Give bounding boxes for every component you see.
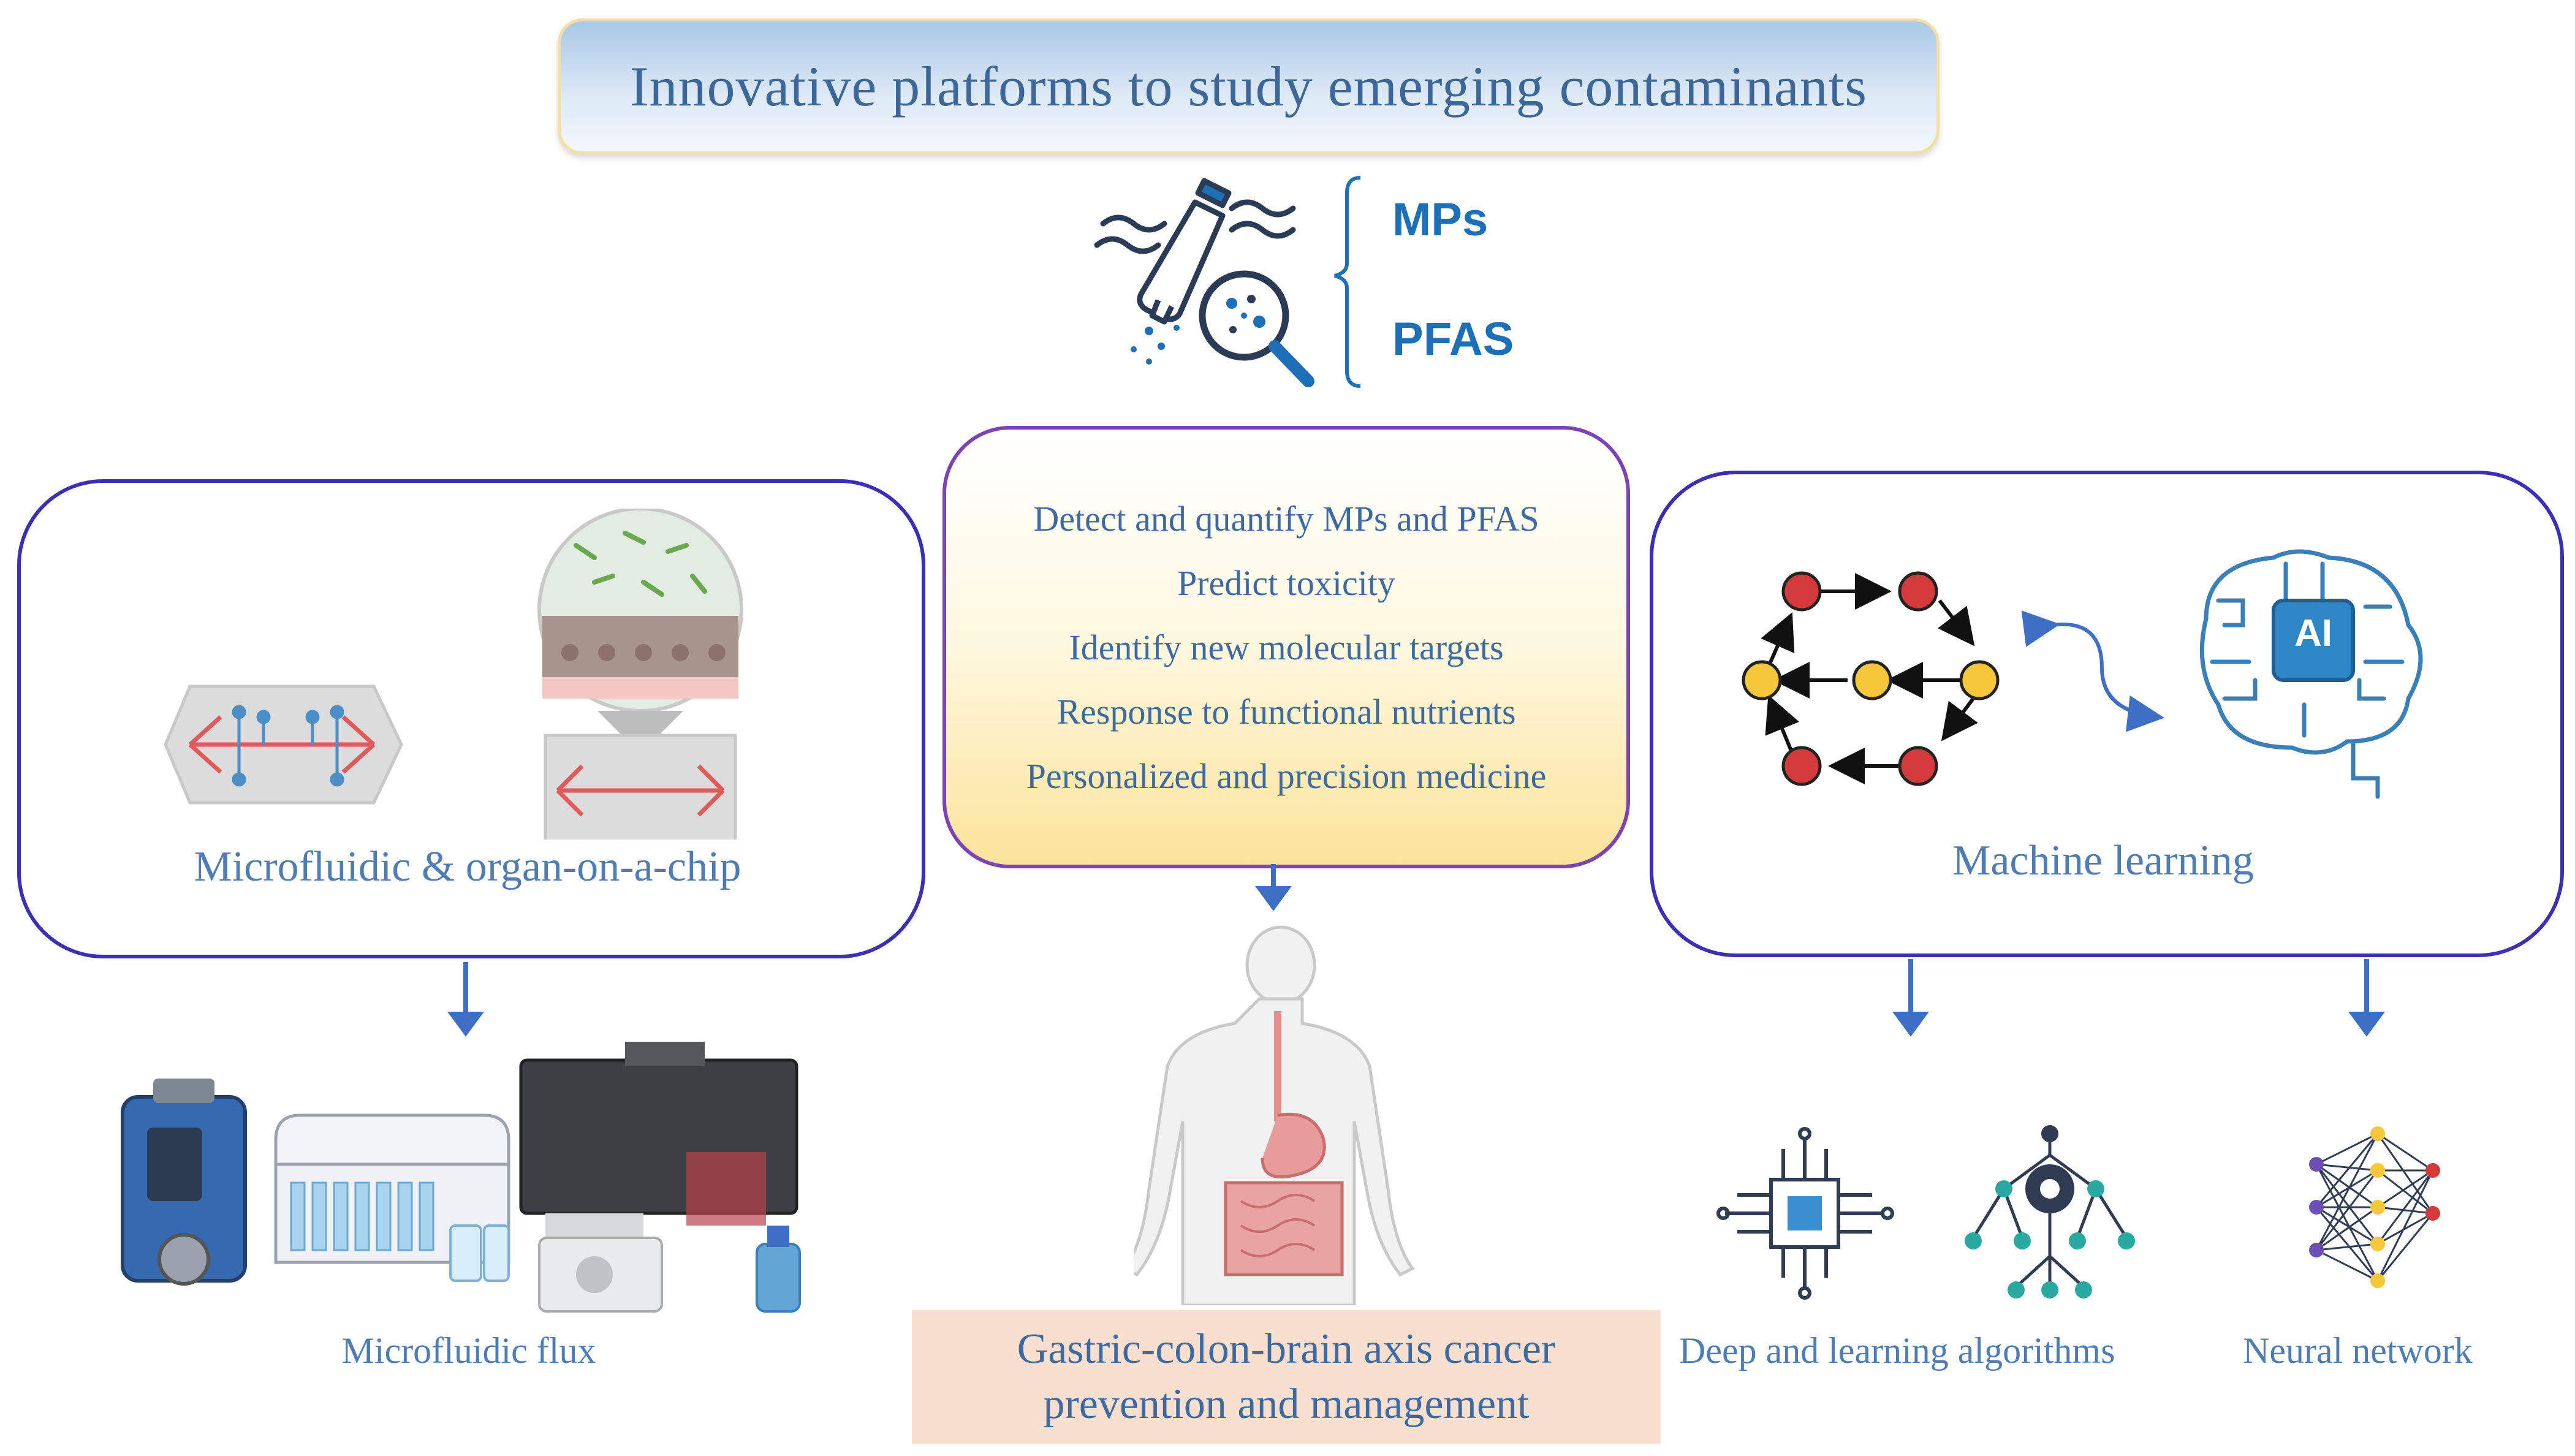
ai-chip-icon xyxy=(2272,599,2355,682)
microfluidic-label: Microfluidic & organ-on-a-chip xyxy=(194,843,741,890)
chip-circuit-icon xyxy=(1716,1127,1894,1300)
ml-graph-illustration xyxy=(1742,549,2423,799)
objective-item: Personalized and precision medicine xyxy=(1026,756,1547,796)
particles-icon xyxy=(1131,325,1180,365)
human-body-illustration xyxy=(1134,925,1415,1305)
syringe-pump-icon xyxy=(274,1113,510,1282)
page-title: Innovative platforms to study emerging c… xyxy=(629,55,1868,118)
title-banner: Innovative platforms to study emerging c… xyxy=(558,18,1940,154)
outcome-line-2: prevention and management xyxy=(1043,1381,1530,1428)
algorithm-tree-icon xyxy=(1965,1125,2135,1299)
magnifier-icon xyxy=(1199,270,1314,387)
microfluidic-panel xyxy=(17,479,925,958)
microscope-icon xyxy=(519,1042,798,1313)
bottle-icon xyxy=(756,1226,801,1313)
bottle-icon xyxy=(1137,178,1232,325)
mps-label: MPs xyxy=(1392,194,1488,246)
ai-brain-icon xyxy=(2199,549,2423,799)
machine-learning-label: Machine learning xyxy=(1952,837,2254,884)
ml-methods-illustration xyxy=(1716,1125,2440,1300)
stomach xyxy=(1261,1112,1326,1179)
wave-icon xyxy=(1094,199,1296,254)
ai-badge-text: AI xyxy=(2294,612,2332,654)
deep-learning-label: Deep and learning algorithms xyxy=(1679,1330,2115,1371)
outcome-box: Gastric-colon-brain axis cancer preventi… xyxy=(912,1310,1661,1444)
lab-equipment-illustration xyxy=(121,1042,801,1313)
objective-item: Response to functional nutrients xyxy=(1056,691,1516,732)
organ-bubble-icon xyxy=(537,509,743,840)
pfas-label: PFAS xyxy=(1392,313,1514,365)
outcome-line-1: Gastric-colon-brain axis cancer xyxy=(1017,1325,1556,1373)
objective-item: Predict toxicity xyxy=(1177,563,1395,603)
contaminant-icon-group xyxy=(1094,176,1361,388)
neural-network-label: Neural network xyxy=(2243,1330,2473,1371)
pump-device-icon xyxy=(121,1079,247,1286)
microfluidic-chip-icon xyxy=(164,684,403,805)
bracket xyxy=(1334,176,1361,388)
objective-item: Identify new molecular targets xyxy=(1069,627,1504,667)
objectives-panel: Detect and quantify MPs and PFAS Predict… xyxy=(942,426,1630,868)
link-arrow xyxy=(2021,610,2164,732)
organ-chip-illustration xyxy=(164,509,743,840)
objective-item: Detect and quantify MPs and PFAS xyxy=(1033,498,1539,539)
neural-network-icon xyxy=(2309,1126,2440,1288)
microfluidic-flux-label: Microfluidic flux xyxy=(341,1330,596,1371)
network-graph xyxy=(1761,573,1978,784)
